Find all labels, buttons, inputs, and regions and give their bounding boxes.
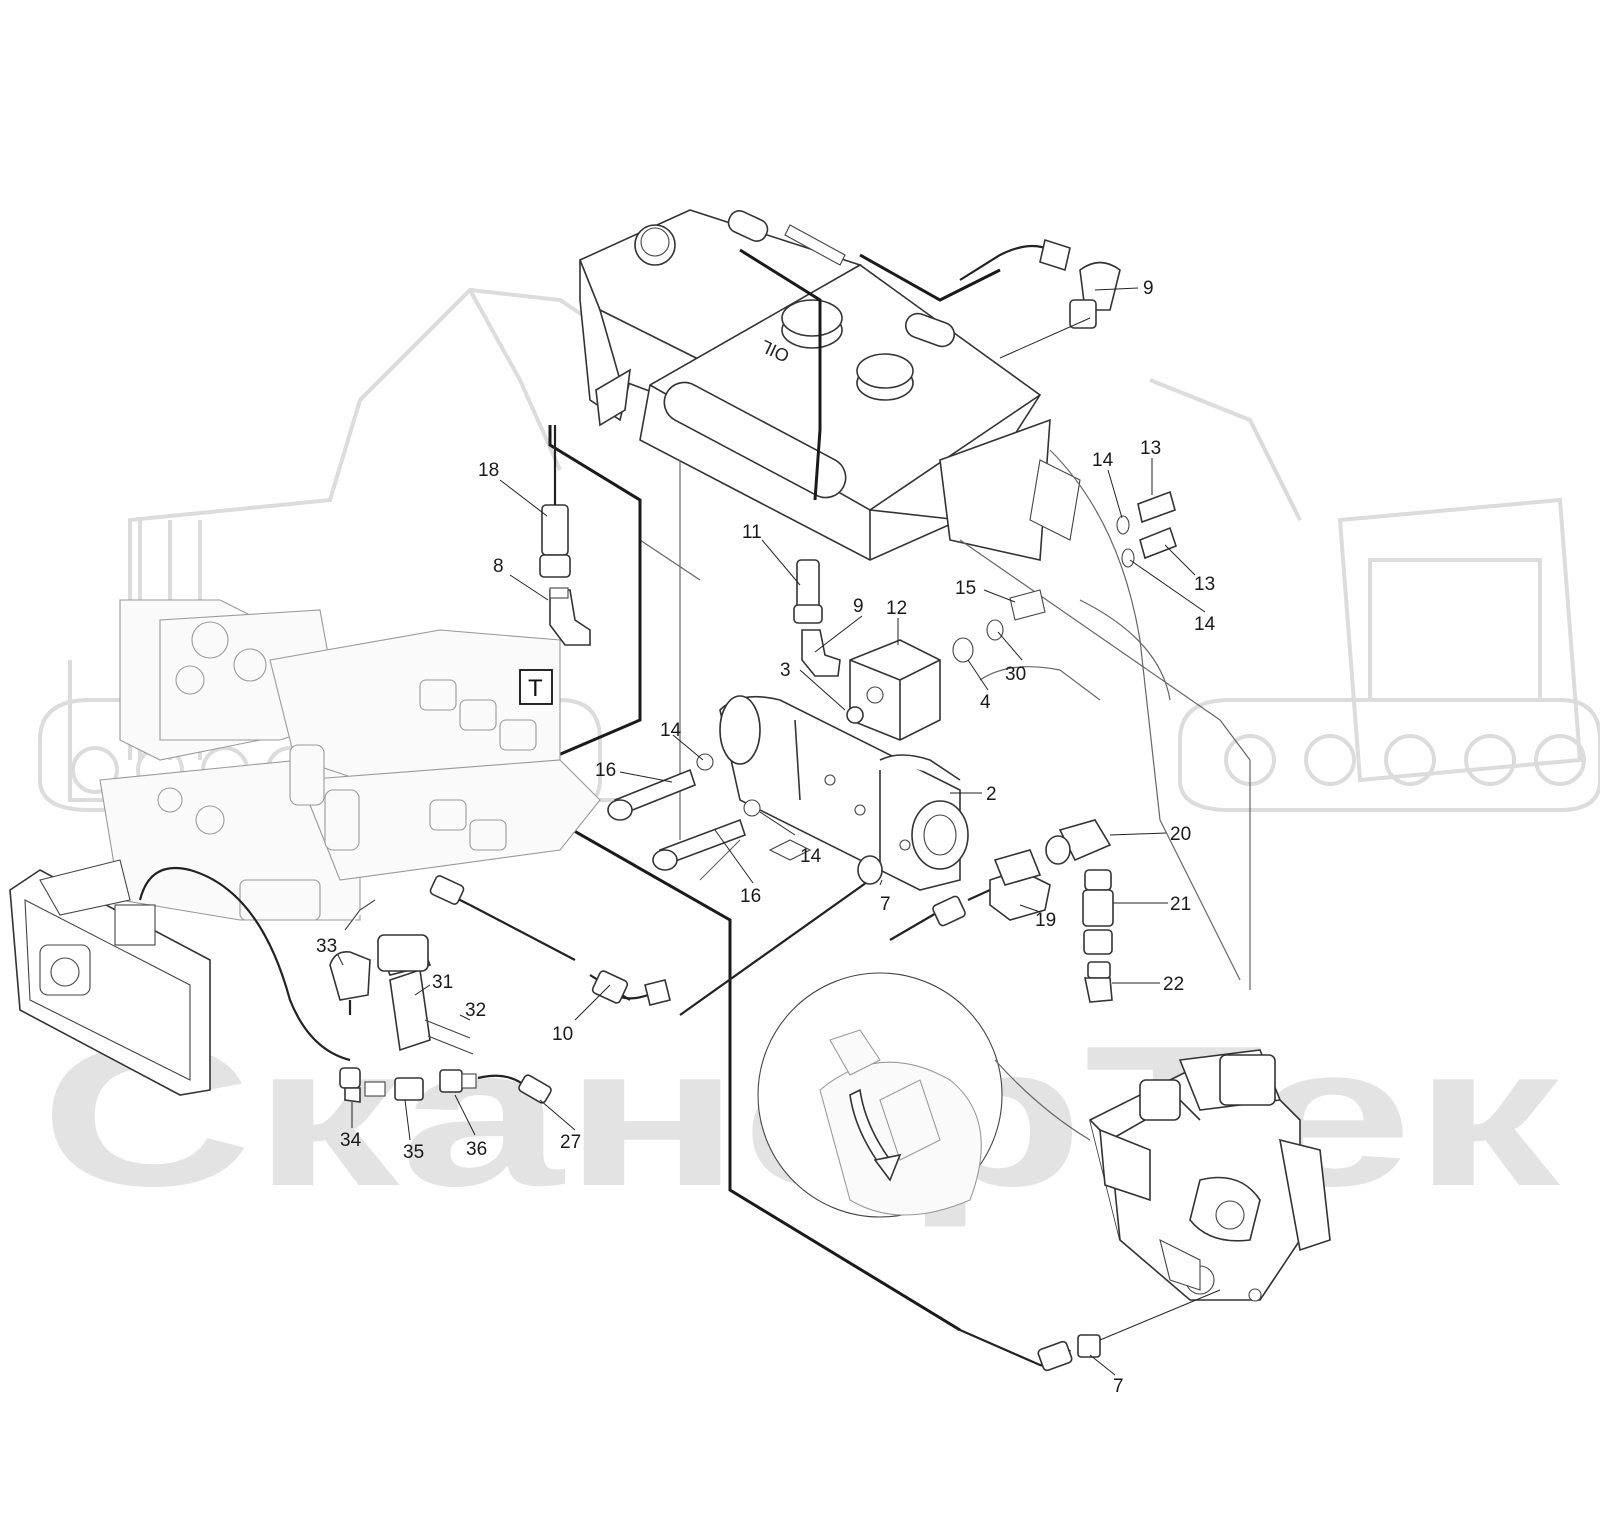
callout-14-d: 14 (800, 846, 822, 867)
callout-30: 30 (1005, 664, 1026, 685)
callout-2: 2 (986, 784, 997, 805)
callout-19: 19 (1035, 910, 1056, 931)
callout-34: 34 (340, 1130, 362, 1151)
solenoid-valve-assembly (329, 899, 552, 1104)
callout-12: 12 (886, 598, 907, 619)
callout-33: 33 (316, 936, 337, 957)
callout-labels: 9 18 8 11 9 12 14 13 13 14 15 30 3 4 14 … (316, 278, 1216, 1397)
detail-magnifier (757, 972, 1091, 1218)
hydraulic-tank: OIL (578, 209, 1121, 561)
callout-14-a: 14 (1092, 450, 1114, 471)
callout-21: 21 (1170, 894, 1191, 915)
callout-18: 18 (478, 460, 499, 481)
gear-pump (607, 639, 969, 891)
hydrostatic-pump (1089, 1049, 1331, 1302)
callout-14-c: 14 (660, 720, 682, 741)
callout-7-b: 7 (1113, 1376, 1124, 1397)
callout-13-a: 13 (1140, 438, 1161, 459)
electronic-control-unit (9, 859, 351, 1096)
callout-22: 22 (1163, 974, 1184, 995)
callout-20: 20 (1170, 824, 1191, 845)
control-valve-block (99, 599, 601, 921)
callout-32: 32 (465, 1000, 486, 1021)
callout-7-a: 7 (880, 894, 891, 915)
t-reference-label: T (528, 675, 543, 702)
callout-11: 11 (742, 522, 762, 543)
callout-3: 3 (780, 660, 791, 681)
callout-13-b: 13 (1194, 574, 1215, 595)
upper-fittings (539, 425, 1178, 677)
callout-4: 4 (980, 692, 991, 713)
callout-35: 35 (403, 1142, 424, 1163)
t-reference-box: T (519, 669, 553, 705)
callout-9-mid: 9 (853, 596, 864, 617)
callout-16-a: 16 (595, 760, 616, 781)
callout-15: 15 (955, 578, 976, 599)
leader-lines (337, 287, 1221, 1376)
callout-10: 10 (552, 1024, 573, 1045)
callout-16-b: 16 (740, 886, 761, 907)
callout-31: 31 (432, 972, 453, 993)
callout-36: 36 (466, 1139, 487, 1160)
callout-9-top: 9 (1143, 278, 1154, 299)
right-fittings (857, 819, 1114, 1003)
callout-8: 8 (493, 556, 504, 577)
callout-14-b: 14 (1194, 614, 1216, 635)
callout-27: 27 (560, 1132, 581, 1153)
hoses (429, 849, 1101, 1372)
